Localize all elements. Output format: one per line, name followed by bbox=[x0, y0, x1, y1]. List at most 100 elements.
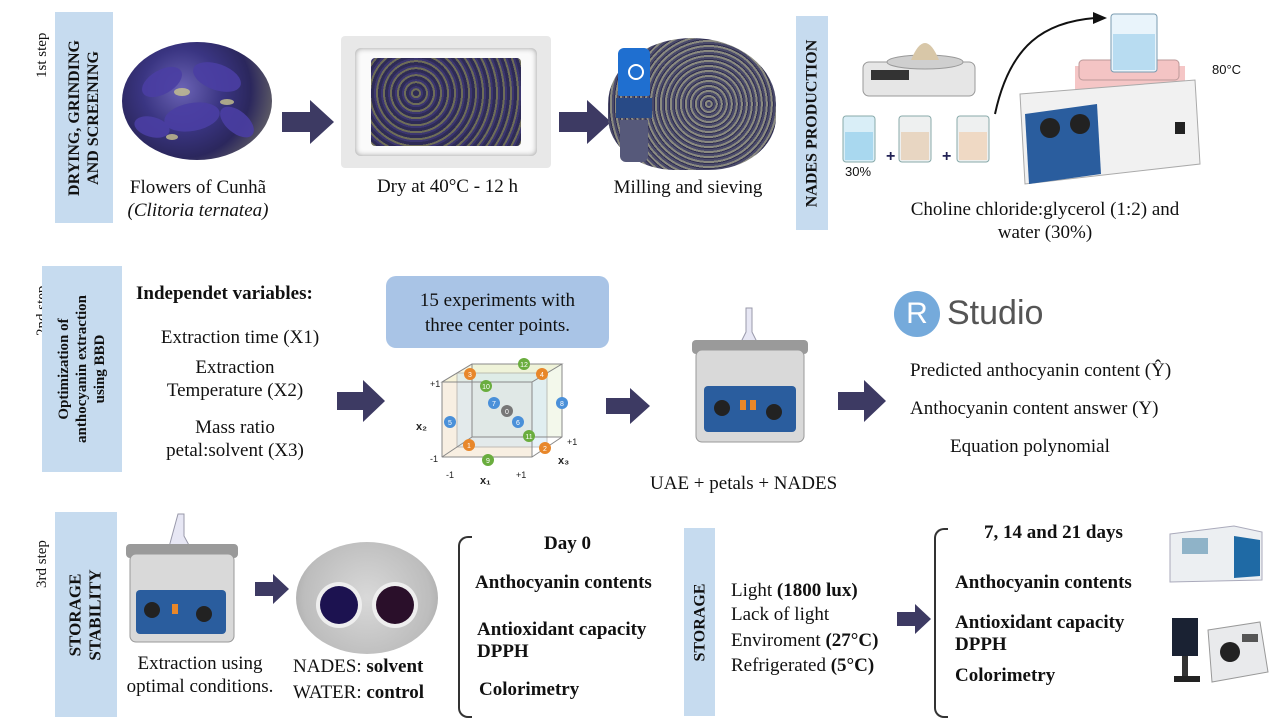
step3-bar-line2: STABILITY bbox=[86, 568, 105, 661]
nades-production-bar: NADES PRODUCTION bbox=[796, 16, 828, 230]
nades-caption: Choline chloride:glycerol (1:2) and wate… bbox=[880, 198, 1210, 244]
extraction-caption-line1: Extraction using bbox=[137, 653, 263, 674]
cube-point: 4 bbox=[540, 372, 544, 379]
storage-label: STORAGE bbox=[691, 583, 709, 661]
step1-bar: DRYING, GRINDING AND SCREENING bbox=[55, 12, 113, 223]
beakers-icon bbox=[842, 115, 990, 163]
days-antioxidant-line1: Antioxidant capacity bbox=[955, 612, 1125, 633]
step1-bar-line2: AND SCREENING bbox=[85, 50, 103, 185]
step1-label: 1st step bbox=[34, 32, 50, 78]
variable-3-line1: Mass ratio bbox=[195, 417, 275, 438]
day0-colorimetry: Colorimetry bbox=[479, 679, 580, 700]
experiments-box-line2: three center points. bbox=[424, 315, 571, 336]
arrow-icon bbox=[559, 100, 611, 144]
arrow-icon bbox=[838, 380, 886, 422]
cube-point: 6 bbox=[516, 420, 520, 427]
variable-3-line2: petal:solvent (X3) bbox=[166, 440, 304, 461]
cube-tick: +1 bbox=[567, 437, 577, 447]
days-antioxidant-line2: DPPH bbox=[955, 634, 1007, 655]
cube-point: 7 bbox=[492, 401, 496, 408]
cube-axis-x3: x₃ bbox=[558, 455, 569, 467]
arrow-icon bbox=[282, 100, 334, 144]
cube-tick: +1 bbox=[516, 470, 526, 480]
storage-bar: STORAGE bbox=[684, 528, 715, 716]
arrow-icon bbox=[897, 604, 931, 634]
beaker-percent-label: 30% bbox=[845, 164, 872, 179]
water-control-line: WATER: control bbox=[293, 682, 424, 704]
dried-flowers bbox=[371, 58, 521, 146]
mill-device bbox=[616, 48, 652, 164]
result-answer: Anthocyanin content answer (Y) bbox=[910, 398, 1159, 419]
flowers-caption-line2: (Clitoria ternatea) bbox=[127, 200, 269, 221]
cube-point: 10 bbox=[482, 384, 490, 391]
spectrophotometer-icon bbox=[1169, 525, 1263, 583]
ultrasonic-bath-icon bbox=[692, 307, 808, 443]
variables-title: Independet variables: bbox=[136, 283, 313, 304]
cube-tick: -1 bbox=[430, 454, 438, 464]
water-value: control bbox=[366, 682, 425, 703]
result-predicted: Predicted anthocyanin content (Ŷ) bbox=[910, 360, 1172, 381]
condition-light-value: (1800 lux) bbox=[776, 580, 858, 601]
cube-point: 9 bbox=[486, 458, 490, 465]
uae-caption: UAE + petals + NADES bbox=[650, 473, 838, 494]
rstudio-logo-icon: R bbox=[894, 291, 940, 337]
cube-axis-x1: x₁ bbox=[480, 475, 491, 487]
variable-2-line1: Extraction bbox=[195, 357, 275, 378]
cube-point: 11 bbox=[525, 434, 532, 441]
condition-light-label: Light bbox=[731, 580, 773, 601]
condition-light: Light (1800 lux) bbox=[731, 580, 858, 602]
nades-caption-line2: water (30%) bbox=[997, 222, 1093, 243]
days-anthocyanin: Anthocyanin contents bbox=[955, 572, 1132, 593]
cube-point: 0 bbox=[505, 409, 509, 416]
variable-1: Extraction time (X1) bbox=[160, 327, 320, 348]
rstudio-wordmark: Studio bbox=[947, 294, 1044, 332]
milling-caption: Milling and sieving bbox=[613, 177, 763, 198]
nades-value: solvent bbox=[366, 656, 424, 677]
condition-environment-value: (27°C) bbox=[825, 630, 879, 651]
extraction-caption-line2: optimal conditions. bbox=[126, 676, 274, 697]
condition-environment: Enviroment (27°C) bbox=[731, 630, 878, 652]
samples-photo bbox=[296, 542, 438, 654]
condition-refrigerated: Refrigerated (5°C) bbox=[731, 655, 874, 677]
step3-bar-line1: STORAGE bbox=[66, 573, 85, 656]
days-colorimetry: Colorimetry bbox=[955, 665, 1056, 686]
cube-tick: +1 bbox=[430, 379, 440, 389]
nades-sample bbox=[320, 586, 358, 624]
experiments-box: 15 experiments with three center points. bbox=[386, 276, 609, 348]
nades-equipment-illustration bbox=[842, 12, 1201, 185]
step2-bar-line3: using BBD bbox=[92, 334, 109, 404]
experiments-box-line1: 15 experiments with bbox=[419, 290, 576, 311]
arrow-icon bbox=[337, 380, 385, 422]
balance-icon bbox=[862, 43, 976, 97]
result-equation: Equation polynomial bbox=[950, 436, 1110, 457]
step1-bar-line1: DRYING, GRINDING bbox=[66, 39, 84, 196]
day0-title: Day 0 bbox=[544, 533, 591, 554]
step3-label: 3rd step bbox=[34, 540, 50, 588]
day0-bracket bbox=[458, 536, 472, 718]
step2-bar-line2: anthocyanin extraction bbox=[74, 295, 91, 443]
cube-axis-x2: x₂ bbox=[416, 421, 427, 433]
cube-point: 2 bbox=[543, 446, 547, 453]
cube-point: 3 bbox=[468, 372, 472, 379]
day0-antioxidant: Antioxidant capacity DPPH bbox=[477, 619, 646, 663]
condition-environment-label: Enviroment bbox=[731, 630, 821, 651]
cube-point: 12 bbox=[520, 362, 528, 369]
step3-bar: STORAGE STABILITY bbox=[55, 512, 117, 717]
ultrasonic-bath-icon bbox=[126, 513, 238, 643]
condition-dark: Lack of light bbox=[731, 604, 830, 625]
condition-refrigerated-label: Refrigerated bbox=[731, 655, 826, 676]
variable-3: Mass ratio petal:solvent (X3) bbox=[130, 416, 340, 462]
day0-anthocyanin: Anthocyanin contents bbox=[475, 572, 652, 593]
plus-icon: + bbox=[942, 148, 952, 165]
variable-2-line2: Temperature (X2) bbox=[166, 380, 304, 401]
nades-solvent-line: NADES: solvent bbox=[293, 656, 423, 678]
water-sample bbox=[376, 586, 414, 624]
plus-icon: + bbox=[886, 148, 896, 165]
cube-point: 8 bbox=[560, 401, 564, 408]
days-bracket bbox=[934, 528, 948, 718]
extraction-caption: Extraction using optimal conditions. bbox=[110, 652, 290, 698]
water-label: WATER: bbox=[293, 682, 362, 703]
flowers-photo bbox=[122, 42, 272, 160]
flowers-caption-line1: Flowers of Cunhã bbox=[129, 177, 267, 198]
cube-tick: -1 bbox=[446, 470, 454, 480]
